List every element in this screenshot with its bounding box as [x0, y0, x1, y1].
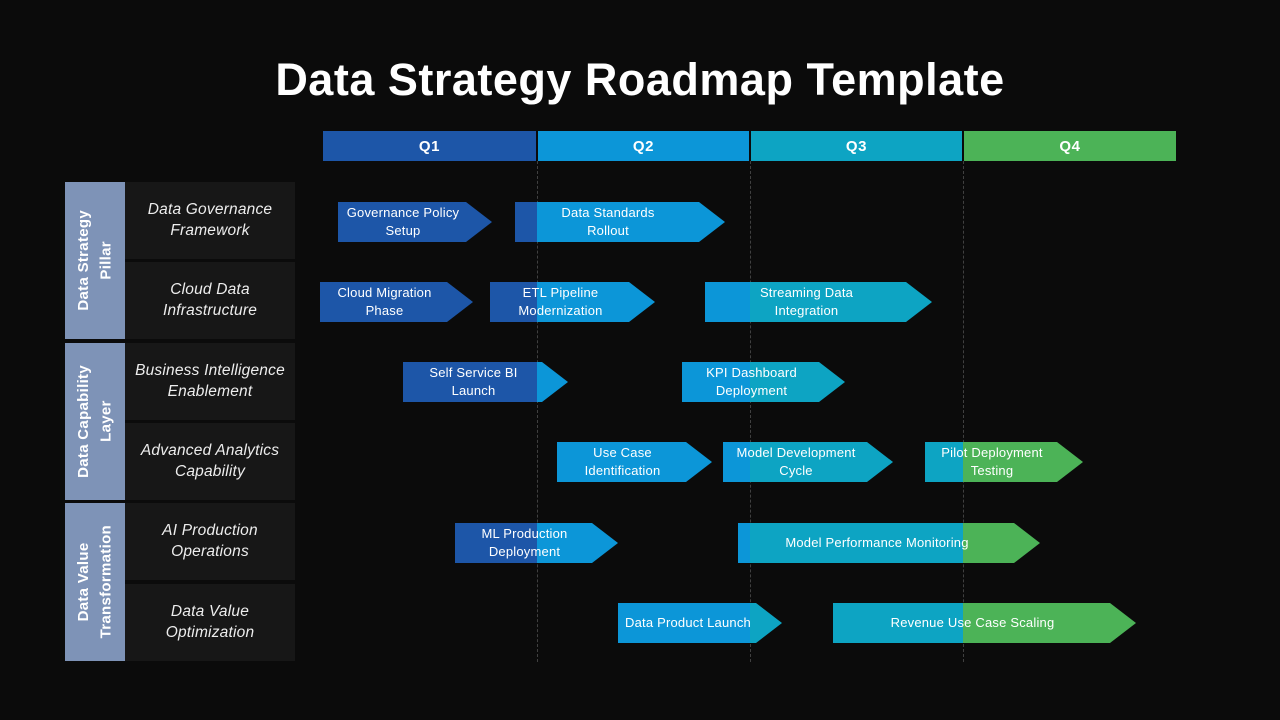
task-bar-streaming-data-integration: Streaming Data Integration [705, 282, 932, 322]
row-cell-ai-production-operations: AI Production Operations [125, 503, 295, 580]
group-block-data-capability-layer: Data Capability Layer [65, 343, 125, 500]
task-bar-cloud-migration-phase: Cloud Migration Phase [320, 282, 473, 322]
row-cell-data-governance-framework: Data Governance Framework [125, 182, 295, 259]
task-bar-revenue-use-case-scaling: Revenue Use Case Scaling [833, 603, 1136, 643]
row-cell-business-intelligence-enablement: Business Intelligence Enablement [125, 343, 295, 420]
task-bar-use-case-identification: Use Case Identification [557, 442, 712, 482]
task-bar-label: Data Product Launch [625, 615, 751, 631]
task-bar-label: Cloud Migration Phase [337, 285, 432, 318]
row-label: Cloud Data Infrastructure [162, 280, 258, 319]
task-bar-self-service-bi-launch: Self Service BI Launch [403, 362, 568, 402]
task-bar-label: Model Development Cycle [736, 445, 856, 478]
quarter-gridline-2 [750, 161, 751, 662]
task-bar-model-development-cycle: Model Development Cycle [723, 442, 893, 482]
group-label: Data Value Transformation [74, 525, 115, 639]
task-bar-governance-policy-setup: Governance Policy Setup [338, 202, 492, 242]
task-bar-label: Pilot Deployment Testing [941, 445, 1043, 478]
task-bar-label: Streaming Data Integration [759, 285, 854, 318]
task-bar-label: KPI Dashboard Deployment [706, 365, 797, 398]
row-cell-advanced-analytics-capability: Advanced Analytics Capability [125, 423, 295, 500]
quarter-header-q1: Q1 [323, 131, 536, 161]
task-bar-ml-production-deployment: ML Production Deployment [455, 523, 618, 563]
quarter-gridline-3 [963, 161, 964, 662]
row-label: Advanced Analytics Capability [140, 441, 280, 480]
task-bar-etl-pipeline-modernization: ETL Pipeline Modernization [490, 282, 655, 322]
quarter-gridline-1 [537, 161, 538, 662]
group-label: Data Capability Layer [74, 365, 115, 478]
row-label: AI Production Operations [162, 521, 258, 560]
task-bar-label: ML Production Deployment [481, 526, 568, 559]
task-bar-data-product-launch: Data Product Launch [618, 603, 782, 643]
row-cell-cloud-data-infrastructure: Cloud Data Infrastructure [125, 262, 295, 339]
row-label: Business Intelligence Enablement [135, 361, 285, 400]
quarter-header-q2: Q2 [538, 131, 749, 161]
row-label: Data Value Optimization [165, 602, 255, 641]
row-cell-data-value-optimization: Data Value Optimization [125, 584, 295, 661]
task-bar-label: Governance Policy Setup [346, 205, 460, 238]
task-bar-label: Self Service BI Launch [429, 365, 518, 398]
quarter-header-q3: Q3 [751, 131, 962, 161]
task-bar-label: Data Standards Rollout [561, 205, 655, 238]
task-bar-kpi-dashboard-deployment: KPI Dashboard Deployment [682, 362, 845, 402]
group-label: Data Strategy Pillar [74, 210, 115, 311]
task-bar-pilot-deployment-testing: Pilot Deployment Testing [925, 442, 1083, 482]
task-bar-label: ETL Pipeline Modernization [518, 285, 603, 318]
task-bar-model-performance-monitoring: Model Performance Monitoring [738, 523, 1040, 563]
group-block-data-value-transformation: Data Value Transformation [65, 503, 125, 661]
row-label: Data Governance Framework [147, 200, 273, 239]
task-bar-data-standards-rollout: Data Standards Rollout [515, 202, 725, 242]
task-bar-label: Revenue Use Case Scaling [890, 615, 1055, 631]
task-bar-label: Use Case Identification [584, 445, 661, 478]
quarter-header-q4: Q4 [964, 131, 1176, 161]
group-block-data-strategy-pillar: Data Strategy Pillar [65, 182, 125, 339]
task-bar-label: Model Performance Monitoring [785, 535, 969, 551]
page-title: Data Strategy Roadmap Template [275, 54, 1005, 105]
